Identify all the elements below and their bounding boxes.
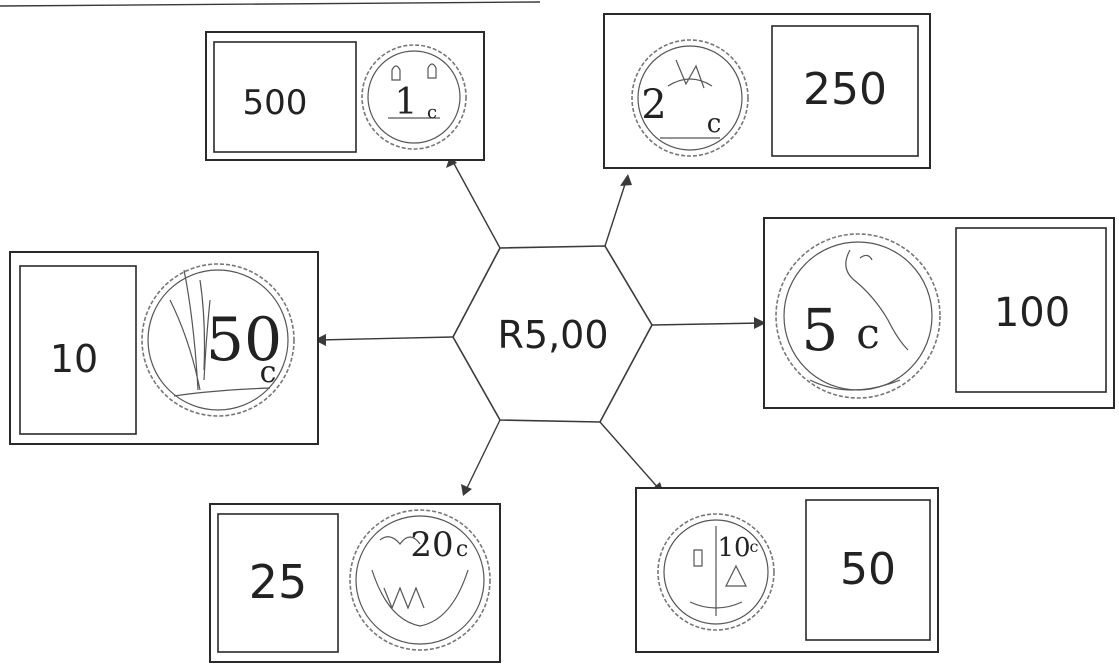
connector-1c bbox=[451, 159, 501, 249]
connector-2c bbox=[604, 177, 628, 247]
connector-10c bbox=[599, 421, 661, 491]
coin-unit: c bbox=[456, 537, 468, 562]
total-amount: R5,00 bbox=[497, 313, 608, 357]
coin-unit: c bbox=[427, 102, 437, 123]
arrowhead-50c bbox=[314, 334, 326, 346]
count-box bbox=[213, 41, 357, 153]
coin-unit: c bbox=[856, 309, 880, 358]
arrowhead-1c bbox=[446, 156, 457, 168]
coin-count: 500 bbox=[243, 83, 308, 123]
card-1c: 500 1 c bbox=[205, 31, 485, 161]
five-cent-coin-icon: 5 c bbox=[775, 233, 941, 399]
coin-number: 10 bbox=[717, 533, 750, 563]
coin-number: 50 bbox=[206, 305, 282, 375]
card-10c: 50 10 c bbox=[635, 487, 939, 653]
coin-unit: c bbox=[750, 537, 759, 556]
coin-count: 25 bbox=[249, 555, 308, 609]
arrowhead-20c bbox=[461, 484, 472, 496]
count-box bbox=[217, 513, 339, 653]
arrowhead-5c bbox=[754, 317, 766, 329]
card-2c: 250 2 c bbox=[603, 13, 931, 169]
coin-number: 20 bbox=[410, 525, 453, 565]
hexagon-shape bbox=[452, 245, 653, 423]
connector-5c bbox=[651, 322, 763, 326]
two-cent-coin-icon: 2 c bbox=[631, 39, 749, 157]
ten-cent-coin-icon: 10 c bbox=[657, 513, 775, 631]
coin-number: 1 bbox=[395, 82, 418, 123]
center-hexagon: R5,00 bbox=[452, 245, 653, 423]
coin-count: 50 bbox=[840, 544, 896, 595]
top-edge-line bbox=[0, 1, 541, 7]
card-20c: 25 20 c bbox=[209, 503, 501, 663]
fifty-cent-coin-icon: 50 c bbox=[141, 263, 295, 417]
count-box bbox=[771, 25, 919, 157]
count-box bbox=[955, 227, 1107, 393]
coin-count: 250 bbox=[803, 64, 887, 115]
connector-50c bbox=[317, 336, 454, 341]
coin-count: 10 bbox=[50, 337, 98, 381]
card-50c: 10 50 c bbox=[9, 251, 319, 445]
connector-20c bbox=[464, 419, 501, 493]
twenty-cent-coin-icon: 20 c bbox=[349, 509, 491, 651]
coin-unit: c bbox=[260, 355, 277, 390]
card-5c: 100 5 c bbox=[763, 217, 1115, 409]
coin-number: 2 bbox=[641, 82, 666, 128]
count-box bbox=[19, 265, 137, 435]
coin-count: 100 bbox=[994, 290, 1070, 336]
coin-number: 5 bbox=[802, 296, 839, 364]
coin-unit: c bbox=[707, 109, 722, 139]
arrowhead-2c bbox=[620, 174, 632, 186]
count-box bbox=[805, 499, 931, 641]
one-cent-coin-icon: 1 c bbox=[361, 44, 467, 150]
